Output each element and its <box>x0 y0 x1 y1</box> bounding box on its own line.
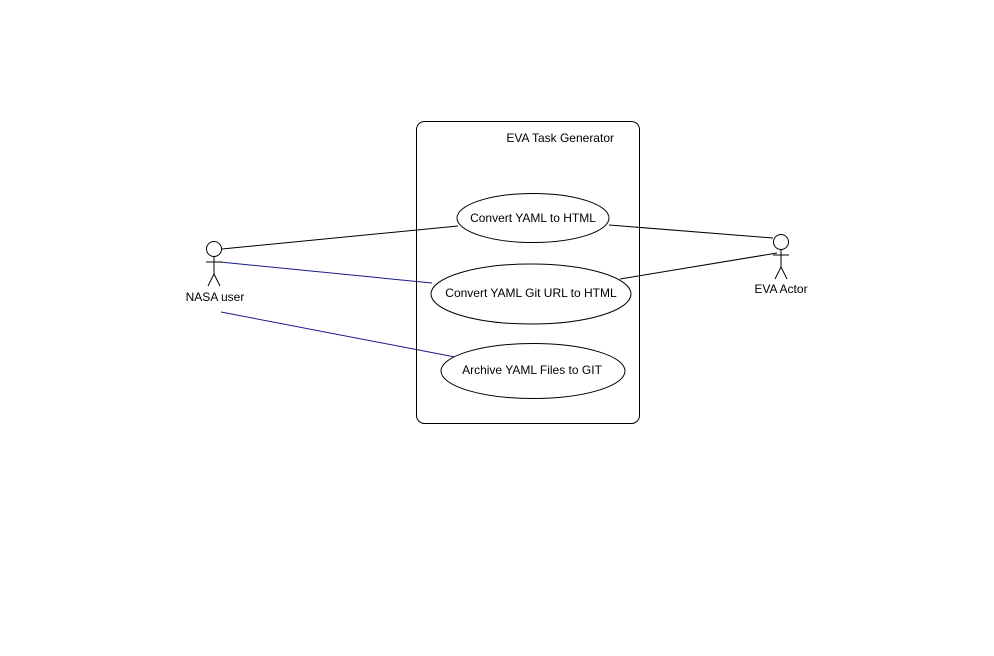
system-title: EVA Task Generator <box>506 131 614 145</box>
associations <box>219 224 778 358</box>
use-case-label: Archive YAML Files to GIT <box>462 363 602 377</box>
actor-label: NASA user <box>186 290 245 304</box>
stick-figure-icon <box>773 234 789 280</box>
actor-label: EVA Actor <box>754 282 807 296</box>
actor-nasa-user[interactable]: NASA user <box>186 241 245 305</box>
use-case-label: Convert YAML Git URL to HTML <box>445 286 617 300</box>
association-eva-uc1 <box>608 224 774 239</box>
use-case-archive-yaml-files-to-git[interactable]: Archive YAML Files to GIT <box>440 343 626 399</box>
system-boundary[interactable]: EVA Task Generator <box>416 121 640 424</box>
use-case-convert-yaml-to-html[interactable]: Convert YAML to HTML <box>456 193 610 243</box>
actor-eva-actor[interactable]: EVA Actor <box>754 234 808 297</box>
stick-figure-icon <box>206 241 222 287</box>
association-nasa-uc3 <box>220 311 456 358</box>
use-case-label: Convert YAML to HTML <box>470 211 596 225</box>
association-eva-uc2 <box>619 252 778 280</box>
association-nasa-uc1 <box>221 225 459 250</box>
use-case-convert-yaml-git-url-to-html[interactable]: Convert YAML Git URL to HTML <box>430 263 632 325</box>
association-nasa-uc2 <box>219 261 433 284</box>
